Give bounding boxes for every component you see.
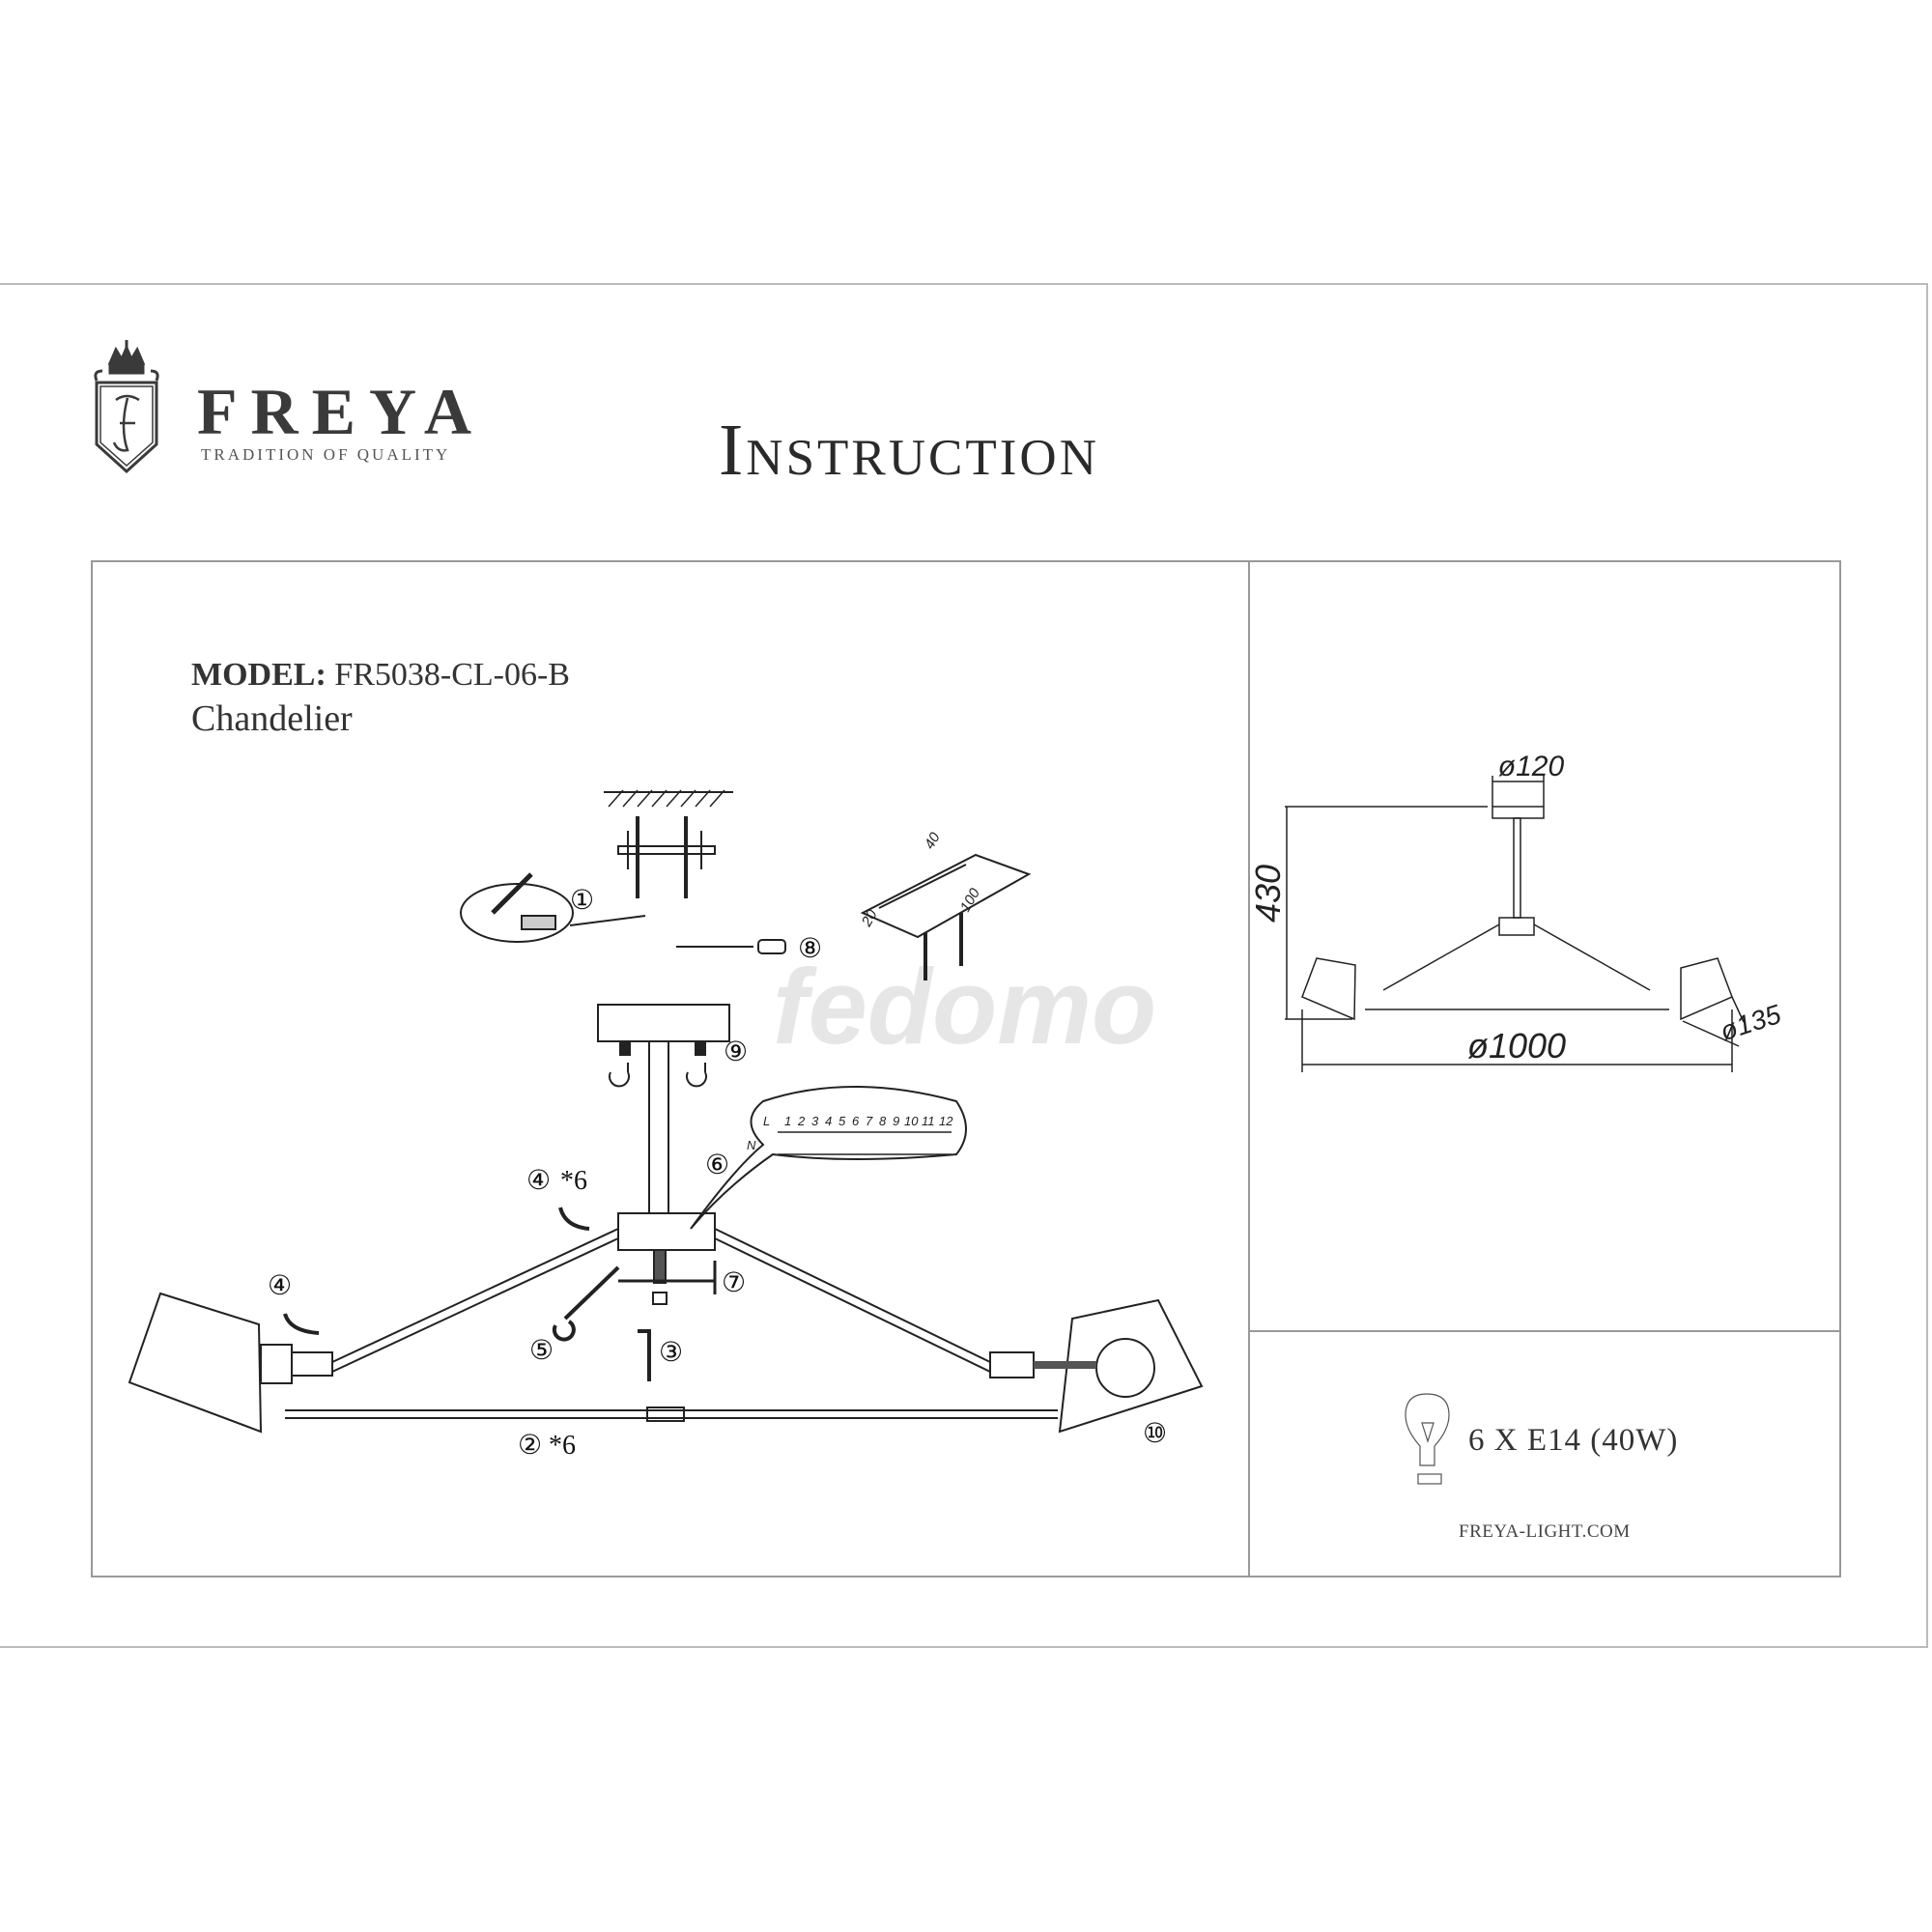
product-type: Chandelier (191, 698, 353, 739)
mounting-bracket (617, 816, 716, 898)
step-7-label: ⑦ (722, 1268, 746, 1298)
socket-left (260, 1344, 293, 1384)
page-frame (0, 283, 1928, 1648)
wiring-col: 10 (904, 1114, 919, 1128)
rotate-arrow-icon (609, 1063, 630, 1088)
wiring-col: 8 (879, 1114, 887, 1128)
stem (648, 1040, 669, 1214)
brand-name: FREYA (197, 375, 485, 448)
wiring-col: 4 (825, 1114, 832, 1128)
step-6-label: ⑥ (705, 1151, 729, 1180)
page-title: Instruction (719, 410, 1099, 491)
content-frame (91, 560, 1841, 1577)
wiring-col: 1 (784, 1114, 791, 1128)
bracket-dim: 20 (858, 906, 881, 929)
shade-right (1058, 1298, 1204, 1434)
dim-shade-label: ø135 (1717, 999, 1785, 1046)
socket-right (989, 1351, 1035, 1378)
wrench-icon (552, 1265, 620, 1342)
step-10-label: ⑩ (1143, 1419, 1167, 1449)
model-line: MODEL: FR5038-CL-06-B (191, 657, 570, 693)
dim-hub (1498, 917, 1535, 936)
lamp-spec: 6 X E14 (40W) (1468, 1423, 1679, 1458)
light-bulb-icon (1405, 1393, 1450, 1485)
allen-key-icon (638, 1329, 651, 1381)
wiring-col: 9 (893, 1114, 899, 1128)
shade-left (128, 1292, 263, 1434)
step-5-label: ⑤ (529, 1336, 554, 1366)
threaded-rod (653, 1249, 667, 1284)
bulb (1095, 1338, 1155, 1398)
bar-connector (646, 1406, 685, 1422)
step-3-label: ③ (659, 1338, 683, 1368)
dim-shade-right (1680, 957, 1733, 1021)
wiring-col: 6 (852, 1114, 860, 1128)
wiring-col: 11 (922, 1114, 935, 1128)
divider-horizontal (1249, 1330, 1841, 1332)
step-4-label: ④ (526, 1166, 551, 1196)
brand-tagline: TRADITION OF QUALITY (201, 445, 451, 464)
wiring-label-n: N (747, 1138, 756, 1152)
model-label: MODEL: (191, 657, 327, 693)
nut (652, 1292, 668, 1305)
dim-stem (1513, 817, 1521, 919)
step-4-label: ④ (268, 1271, 292, 1301)
arm-right (714, 1228, 991, 1363)
wiring-label-l: L (763, 1114, 770, 1128)
wiring-col: 5 (838, 1114, 846, 1128)
model-value: FR5038-CL-06-B (334, 657, 570, 693)
divider-vertical (1248, 560, 1250, 1577)
wire-connector-detail (460, 872, 646, 943)
freya-crest-logo-icon (94, 340, 159, 474)
dim-arm-left (1382, 923, 1500, 991)
step-8-label: ⑧ (798, 934, 822, 964)
website-link[interactable]: FREYA-LIGHT.COM (1459, 1521, 1631, 1542)
step-1-label: ① (570, 886, 594, 916)
arrow-icon (558, 1207, 590, 1231)
wiring-col: 12 (939, 1114, 953, 1128)
dim-canopy (1492, 806, 1545, 819)
step-2-label: ② (518, 1431, 542, 1461)
wiring-col: 2 (797, 1114, 806, 1128)
dimension-drawing (1285, 776, 1745, 1072)
canopy (597, 1004, 730, 1042)
dim-height-label: 430 (1248, 865, 1288, 923)
canopy-nut-left (619, 1040, 631, 1056)
rotate-arrow-icon (686, 1063, 707, 1088)
step-4-multiplier: *6 (560, 1166, 587, 1196)
wiring-col: 3 (811, 1114, 819, 1128)
bracket-dim: 100 (957, 885, 984, 915)
bracket-detail (860, 853, 1032, 980)
dim-diameter-label: ø1000 (1467, 1026, 1566, 1065)
dim-arm-right (1533, 923, 1651, 991)
step-9-label: ⑨ (724, 1037, 748, 1067)
bracket-dim: 40 (922, 829, 944, 852)
ground-screw (676, 939, 786, 954)
step-2-multiplier: *6 (549, 1431, 576, 1461)
canopy-nut-right (695, 1040, 706, 1056)
dim-shade-left (1301, 957, 1356, 1021)
dim-canopy-label: ø120 (1498, 751, 1565, 782)
arm-left (331, 1228, 619, 1363)
wiring-table-bubble (690, 1086, 967, 1230)
wiring-col: 7 (866, 1114, 873, 1128)
watermark: fedomo (773, 948, 1156, 1066)
arrow-icon (283, 1313, 320, 1335)
ceiling-hatch (604, 789, 733, 808)
